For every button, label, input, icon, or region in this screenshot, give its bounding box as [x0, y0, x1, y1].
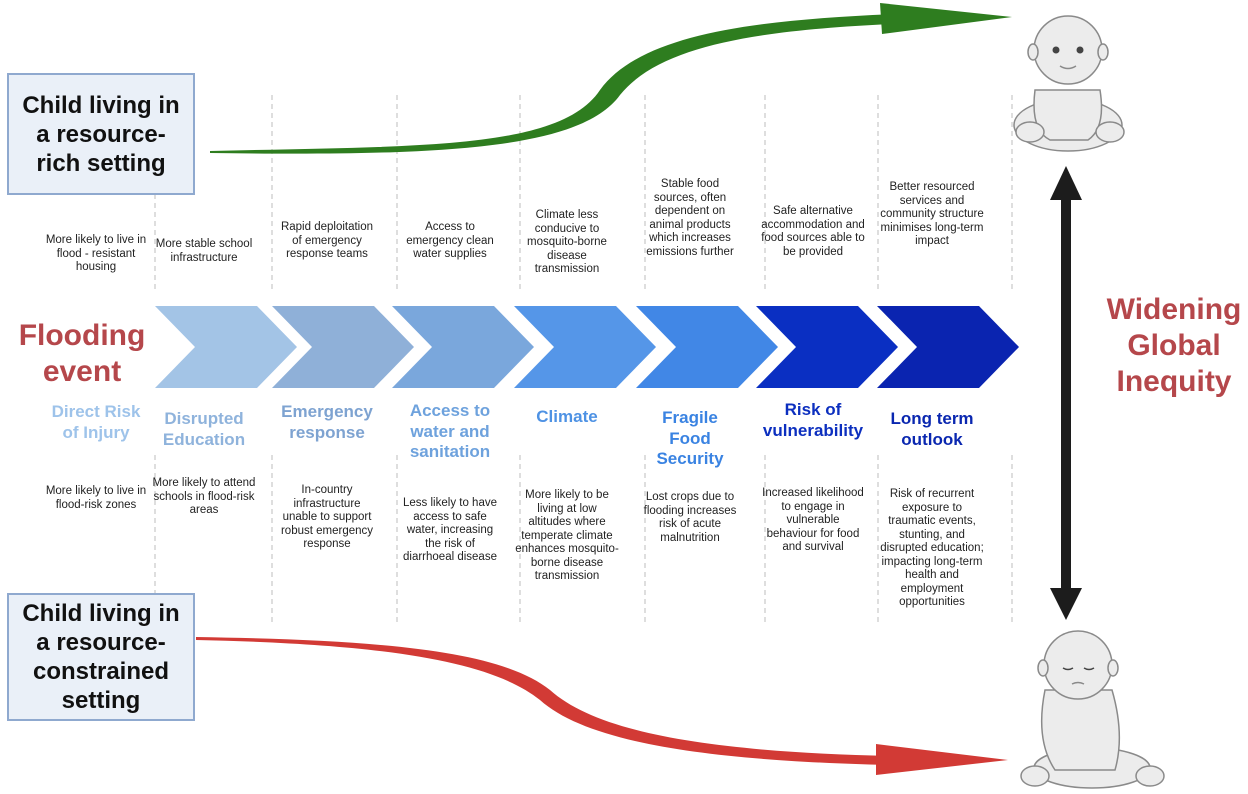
factor-label-3: Emergency response: [281, 402, 373, 442]
rich-arrowhead: [880, 3, 1012, 34]
constrained-text-4: Less likely to have access to safe water…: [403, 497, 497, 563]
rich-setting-box: Child living in a resource-rich setting: [7, 73, 195, 195]
rich-text-7: Safe alternative accommodation and food …: [761, 205, 865, 258]
chevron-6: [756, 306, 898, 388]
constrained-arrowhead: [876, 744, 1008, 775]
baby-constrained-illustration: [1020, 630, 1165, 789]
constrained-text-1: More likely to live in flood-risk zones: [45, 485, 147, 511]
constrained-text-5: More likely to be living at low altitude…: [515, 489, 619, 582]
baby-rich-illustration: [1013, 15, 1125, 152]
rich-text-4: Access to emergency clean water supplies: [406, 221, 494, 260]
constrained-text-6: Lost crops due to flooding increases ris…: [643, 491, 737, 544]
rich-text-2: More stable school infrastructure: [155, 238, 253, 264]
column-dividers: [154, 95, 1013, 625]
factor-label-5: Climate: [536, 407, 598, 426]
chevron-1: [155, 306, 297, 388]
rich-trajectory-arrow: [210, 14, 895, 154]
chevron-3: [392, 306, 534, 388]
flooding-event-title: Flooding event: [18, 319, 146, 388]
factor-label-4: Access to water and sanitation: [409, 401, 491, 461]
chevron-4: [514, 306, 656, 388]
constrained-text-3: In-country infrastructure unable to supp…: [280, 484, 374, 550]
chevron-row: [155, 306, 1019, 388]
rich-text-8: Better resourced services and community …: [880, 181, 984, 247]
constrained-text-2: More likely to attend schools in flood-r…: [152, 477, 256, 516]
factor-label-2: Disrupted Education: [162, 409, 246, 449]
chevron-2: [272, 306, 414, 388]
chevron-7: [877, 306, 1019, 388]
rich-text-6: Stable food sources, often dependent on …: [646, 178, 734, 258]
factor-label-7: Risk of vulnerability: [762, 400, 864, 440]
rich-text-1: More likely to live in flood - resistant…: [45, 234, 147, 273]
rich-text-3: Rapid deploitation of emergency response…: [280, 221, 374, 260]
inequity-double-arrow: [1050, 166, 1082, 620]
chevron-5: [636, 306, 778, 388]
factor-label-6: Fragile Food Security: [656, 408, 724, 468]
constrained-text-7: Increased likelihood to engage in vulner…: [762, 487, 864, 553]
constrained-text-8: Risk of recurrent exposure to traumatic …: [880, 488, 984, 608]
factor-label-1: Direct Risk of Injury: [51, 402, 141, 442]
constrained-trajectory-arrow: [196, 637, 890, 765]
constrained-setting-box: Child living in a resource-constrained s…: [7, 593, 195, 721]
rich-text-5: Climate less conducive to mosquito-borne…: [527, 209, 607, 275]
factor-label-8: Long term outlook: [890, 409, 974, 449]
widening-inequity-title: Widening Global Inequity: [1106, 293, 1242, 398]
